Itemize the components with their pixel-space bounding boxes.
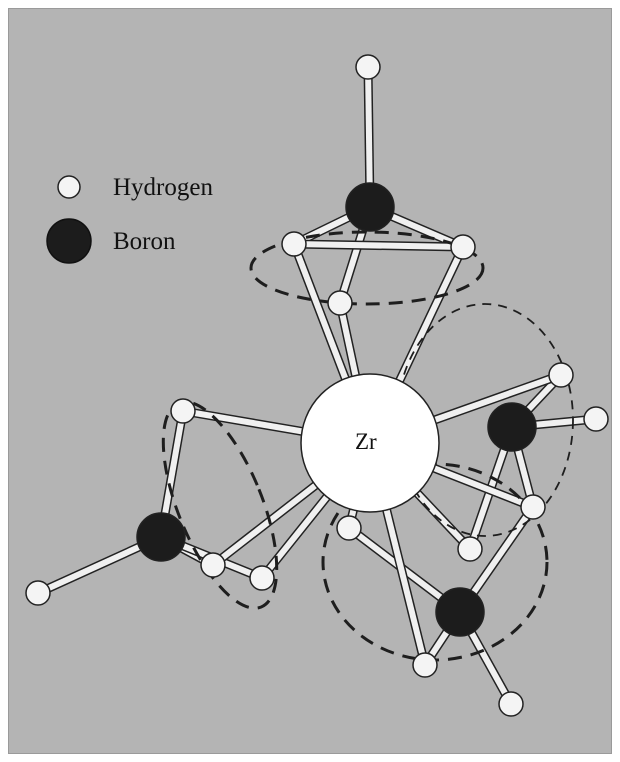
hydrogen-atom-9: [336, 515, 362, 541]
legend-hydrogen-icon: [57, 175, 81, 199]
hydrogen-atom-7: [457, 536, 483, 562]
atoms-group: [25, 54, 609, 717]
legend: Hydrogen Boron: [46, 174, 213, 264]
hydrogen-atom-1: [355, 54, 381, 80]
hydrogen-atom-11: [498, 691, 524, 717]
boron-atom-4: [136, 512, 186, 562]
hydrogen-atom-12: [170, 398, 196, 424]
top-bh4-ellipse: [249, 230, 485, 306]
legend-hydrogen-label: Hydrogen: [113, 174, 213, 201]
hydrogen-atom-13: [200, 552, 226, 578]
bonds-group: [36, 66, 597, 707]
zirconium-atom: [300, 373, 440, 513]
figure-panel: [8, 8, 612, 754]
legend-boron-icon: [46, 218, 92, 264]
boron-atom-2: [487, 402, 537, 452]
hydrogen-atom-14: [249, 565, 275, 591]
bond-h2-h3: [293, 241, 464, 250]
boron-atom-1: [345, 182, 395, 232]
hydrogen-atom-2: [281, 231, 307, 257]
hydrogen-atom-6: [583, 406, 609, 432]
hydrogen-atom-15: [25, 580, 51, 606]
hydrogen-atom-8: [520, 494, 546, 520]
legend-boron-label: Boron: [113, 228, 176, 255]
hydrogen-atom-3: [450, 234, 476, 260]
zirconium-label: Zr: [355, 429, 377, 454]
hydrogen-atom-4: [327, 290, 353, 316]
hydrogen-atom-5: [548, 362, 574, 388]
hydrogen-atom-10: [412, 652, 438, 678]
boron-atom-3: [435, 587, 485, 637]
